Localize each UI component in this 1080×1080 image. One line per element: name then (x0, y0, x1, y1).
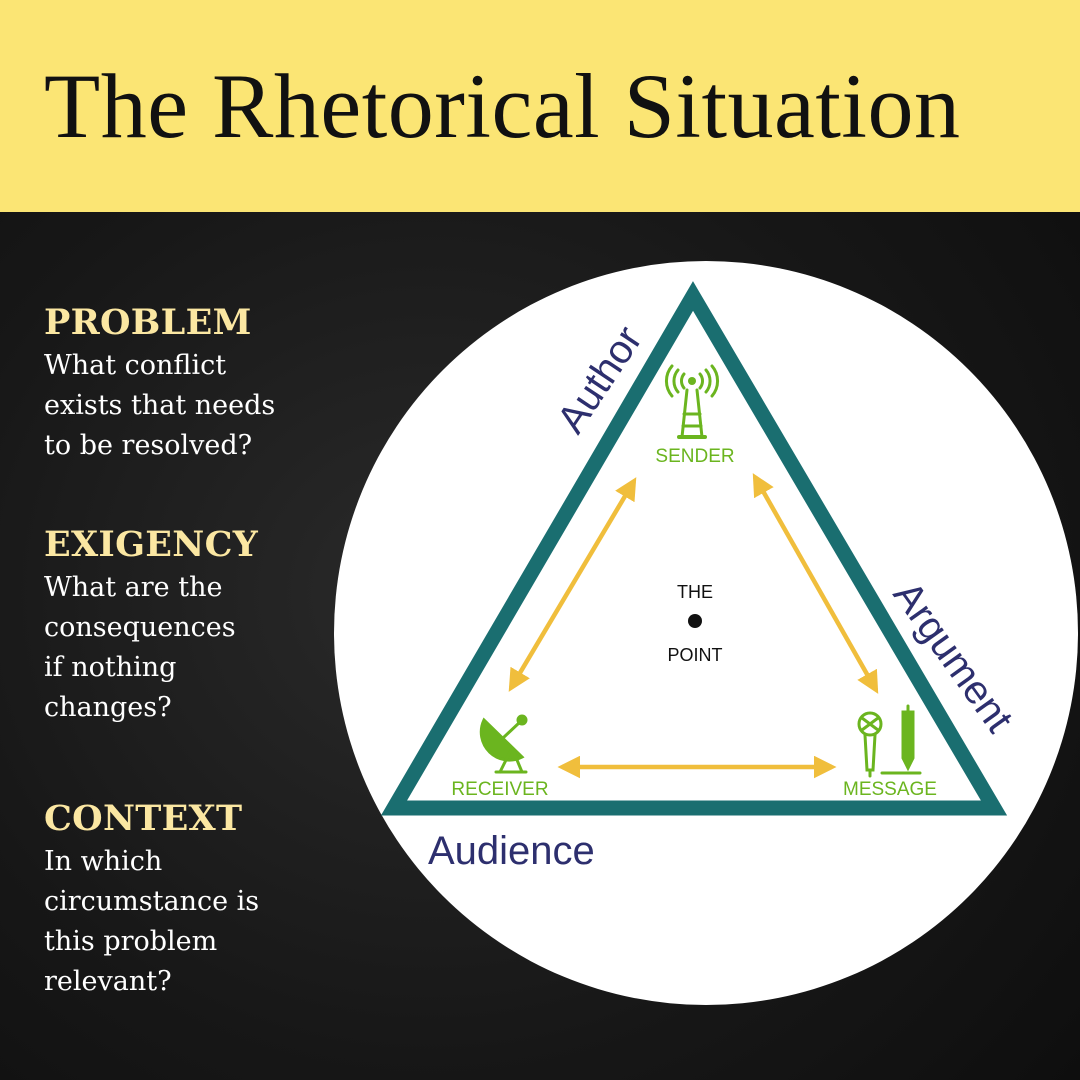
context-heading: CONTEXT (44, 798, 243, 839)
problem-section: PROBLEM What conflict exists that needs … (44, 300, 334, 466)
context-line: this problem (44, 926, 218, 957)
sender-receiver-arrow (508, 477, 637, 692)
center-label-top: THE (677, 582, 713, 602)
problem-heading: PROBLEM (44, 302, 252, 343)
title-banner: The Rhetorical Situation (0, 0, 1080, 212)
center-point (688, 614, 702, 628)
message-label: MESSAGE (843, 779, 937, 800)
white-circle (334, 261, 1078, 1005)
receiver-label: RECEIVER (451, 779, 548, 800)
context-line: In which (44, 846, 163, 877)
sender-label: SENDER (655, 446, 734, 467)
microphone-pen-icon (857, 704, 922, 778)
sender-message-arrow (752, 473, 879, 694)
exigency-line: if nothing (44, 652, 177, 683)
context-line: relevant? (44, 966, 172, 997)
page-title: The Rhetorical Situation (44, 55, 961, 157)
satellite-dish-icon (479, 714, 528, 774)
audience-side-label: Audience (428, 829, 595, 873)
center-label-bottom: POINT (667, 645, 722, 665)
context-section: CONTEXT In which circumstance is this pr… (44, 796, 334, 1002)
exigency-section: EXIGENCY What are the consequences if no… (44, 522, 334, 728)
exigency-line: consequences (44, 612, 236, 643)
problem-line: to be resolved? (44, 430, 253, 461)
problem-line: What conflict (44, 350, 227, 381)
exigency-line: changes? (44, 692, 172, 723)
problem-line: exists that needs (44, 390, 276, 421)
exigency-heading: EXIGENCY (44, 524, 259, 565)
radio-tower-icon (665, 364, 719, 439)
context-line: circumstance is (44, 886, 260, 917)
exigency-line: What are the (44, 572, 223, 603)
